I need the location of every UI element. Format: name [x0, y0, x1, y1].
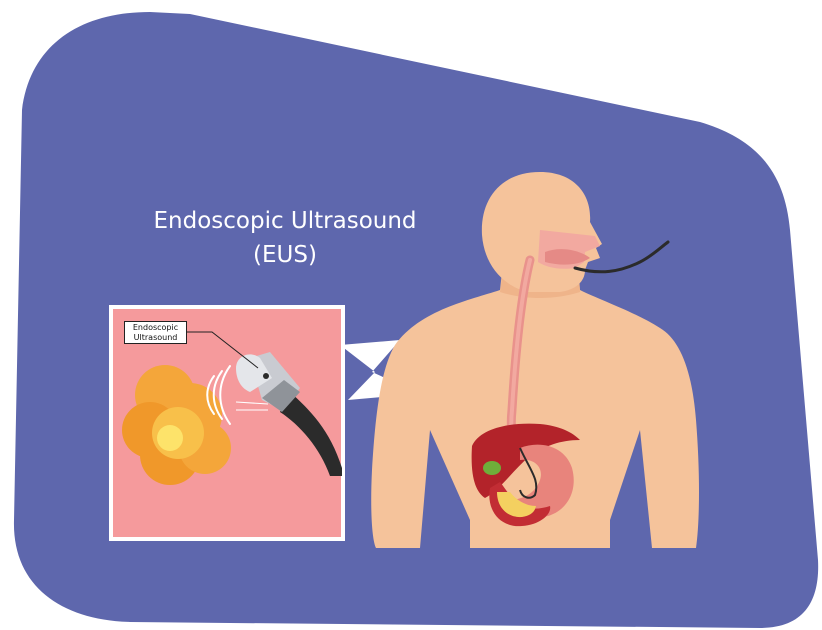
gallbladder — [483, 461, 501, 475]
inset-label-line2: Ultrasound — [125, 333, 186, 343]
inset-label: Endoscopic Ultrasound — [124, 321, 187, 344]
inset-label-line1: Endoscopic — [125, 323, 186, 333]
diagram-title: Endoscopic Ultrasound — [140, 208, 430, 234]
diagram-subtitle: (EUS) — [140, 242, 430, 268]
